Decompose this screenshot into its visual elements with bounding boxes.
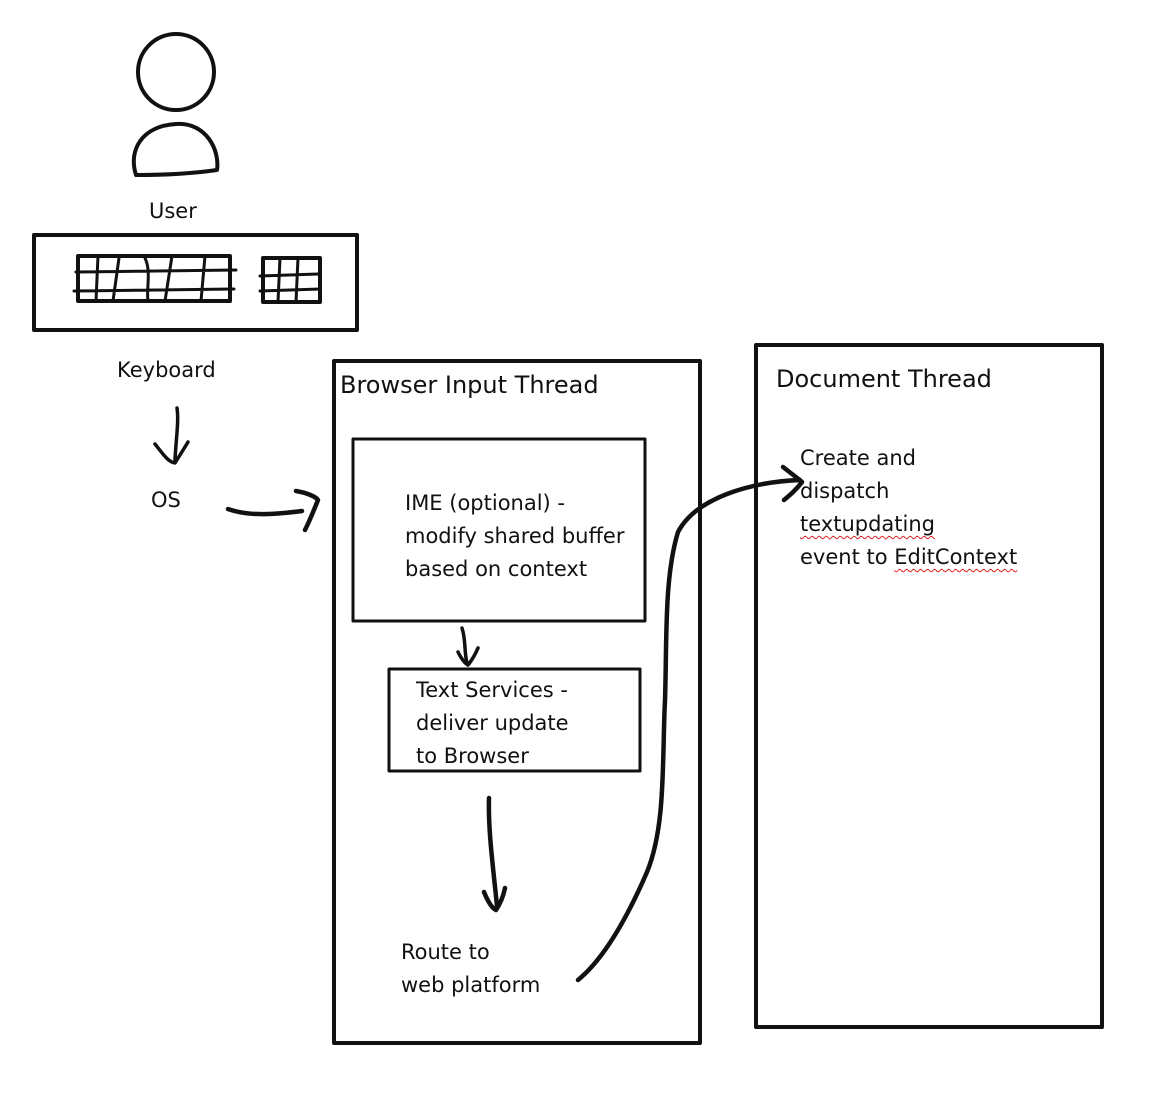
keyboard-main-keys <box>76 254 232 303</box>
ime-box-text: IME (optional) - modify shared buffer ba… <box>405 487 624 586</box>
arrow-text-services-to-route <box>481 795 508 913</box>
keyboard-numpad-key-lines <box>258 256 322 304</box>
dispatch-text: Create and dispatch textupdating event t… <box>800 442 1017 574</box>
keyboard-label: Keyboard <box>117 358 216 382</box>
document-thread-title: Document Thread <box>776 365 992 393</box>
text-services-box <box>387 667 642 773</box>
dispatch-line-2: dispatch <box>800 479 890 503</box>
editcontext-term: EditContext <box>894 545 1018 569</box>
text-services-line-1: Text Services - <box>416 678 568 702</box>
arrow-os-to-browser-input <box>225 488 321 533</box>
keyboard-icon <box>32 233 359 332</box>
dispatch-line-4-prefix: event to <box>800 545 895 569</box>
route-line-1: Route to <box>401 940 490 964</box>
os-label: OS <box>151 488 181 512</box>
dispatch-line-4: event to EditContext <box>800 541 1017 574</box>
dispatch-line-3: textupdating <box>800 508 1017 541</box>
keyboard-frame <box>32 233 359 332</box>
arrow-route-to-document-thread <box>575 464 805 983</box>
route-text: Route to web platform <box>401 936 540 1002</box>
user-body <box>131 121 220 177</box>
keyboard-main-key-lines <box>72 254 238 303</box>
arrow-ime-to-text-services <box>456 626 480 667</box>
user-figure <box>131 32 220 177</box>
text-services-line-2: deliver update <box>416 711 569 735</box>
browser-input-thread-title: Browser Input Thread <box>340 371 599 399</box>
document-thread-box <box>754 343 1104 1029</box>
dispatch-line-1: Create and <box>800 446 916 470</box>
arrow-keyboard-to-os <box>153 406 190 465</box>
ime-line-3: based on context <box>405 557 588 581</box>
textupdating-term: textupdating <box>800 512 935 536</box>
text-services-box-text: Text Services - deliver update to Browse… <box>416 674 569 773</box>
ime-line-1: IME (optional) - <box>405 491 566 515</box>
browser-input-thread-box <box>332 359 702 1045</box>
ime-line-2: modify shared buffer <box>405 524 625 548</box>
route-line-2: web platform <box>401 973 541 997</box>
keyboard-numpad-keys <box>261 256 322 304</box>
user-label: User <box>149 199 197 223</box>
ime-box <box>351 437 647 623</box>
text-services-line-3: to Browser <box>416 744 529 768</box>
user-head <box>136 32 216 112</box>
